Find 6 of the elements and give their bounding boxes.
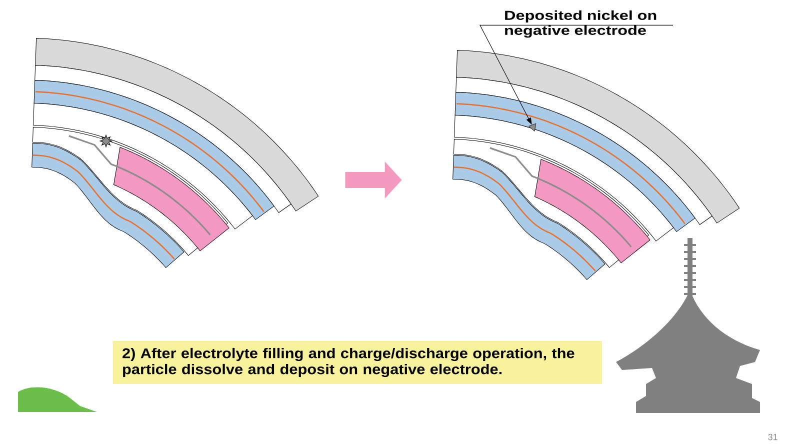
- caption-box: 2) After electrolyte filling and charge/discharge operation, the particle dissolve and deposit on negative electrode.: [113, 340, 602, 384]
- deposit-mark: [528, 123, 536, 132]
- page-number: 31: [768, 434, 778, 440]
- battery-cell-drawing: [32, 38, 319, 268]
- battery-cell-drawing: [452, 50, 740, 280]
- callout-text: Deposited nickel on negative electrode: [505, 10, 656, 38]
